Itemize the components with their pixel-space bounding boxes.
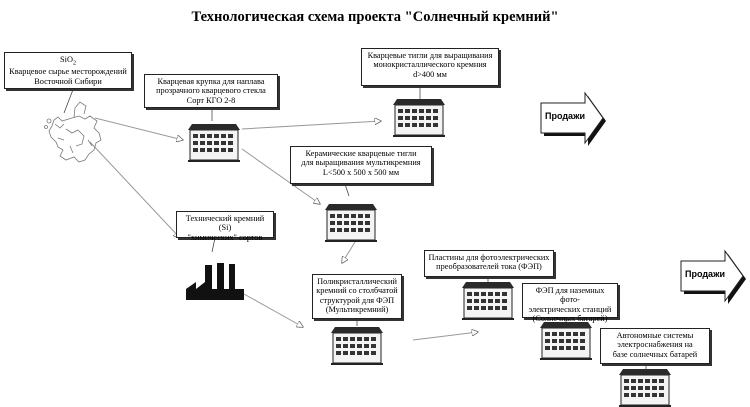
callout-polycrystalline-silicon: Поликристаллический кремний со столбчато…: [312, 274, 402, 319]
callout-line: Автономные системы: [616, 331, 694, 340]
callout-line: L<500 x 500 x 500 мм: [322, 167, 400, 177]
callout-line-formula: SiO2: [8, 55, 128, 67]
callout-line: Поликристаллический: [317, 277, 397, 286]
arrow-poly-si-to-wafers: [412, 332, 478, 341]
callout-quartz-raw-material: SiO2 Кварцевое сырье месторождений Восто…: [4, 52, 132, 89]
arrow-sio2-to-tech-si: [89, 141, 180, 238]
sio2-formula: SiO: [60, 55, 73, 64]
factory-building-icon-mono: [392, 98, 446, 138]
callout-technical-silicon: Технический кремний (Si) "химических" со…: [176, 211, 274, 242]
callout-wafers: Пластины для фотоэлектрических преобразо…: [424, 250, 554, 277]
arrow-multi-crucibles-to-poly-si: [342, 241, 356, 263]
factory-building-icon-wafers: [461, 281, 515, 321]
callout-line: кремний со столбчатой: [316, 286, 398, 296]
callout-line: электроснабжения на: [617, 340, 693, 350]
callout-line: прозрачного кварцевого стекла: [156, 86, 266, 96]
callout-multi-crucibles: Керамические кварцевые тигли для выращив…: [290, 146, 432, 184]
callout-line: Восточной Сибири: [34, 76, 102, 86]
callout-mono-crucibles: Кварцевые тигли для выращивания монокрис…: [361, 48, 499, 86]
callout-line: Кварцевые тигли для выращивания: [367, 51, 493, 60]
factory-building-icon-crusher: [187, 123, 241, 163]
callout-line: Кварцевое сырье месторождений: [9, 67, 127, 77]
callout-leaders: [63, 86, 647, 370]
factory-building-icon-autonomous: [618, 368, 672, 407]
callout-line: Кварцевая крупка для наплава: [157, 77, 265, 86]
callout-line: Сорт КГО 2-8: [186, 95, 236, 105]
callout-line: d>400 мм: [413, 69, 447, 79]
factory-building-icon-multi: [324, 203, 378, 243]
callout-quartz-grit: Кварцевая крупка для наплава прозрачного…: [144, 74, 278, 108]
callout-ground-pv: ФЭП для наземных фото- электрических ста…: [522, 283, 618, 323]
diagram-title: Технологическая схема проекта "Солнечный…: [191, 9, 559, 25]
callout-line: монокристаллического кремния: [373, 60, 487, 70]
factory-building-icon-poly: [330, 326, 384, 366]
callout-line: Керамические кварцевые тигли: [305, 149, 417, 158]
callout-line: ФЭП для наземных фото-: [535, 286, 605, 305]
arrow-crusher-to-mono-crucibles: [241, 121, 381, 130]
callout-line: Технический кремний (Si): [185, 214, 265, 233]
factory-building-icon-pv: [539, 321, 593, 361]
callout-line: электрических станций: [528, 304, 612, 314]
callout-line: для выращивания мультикремния: [301, 158, 421, 168]
callout-line: (Мультикремний): [325, 304, 389, 314]
arrow-sio2-to-crusher: [94, 117, 183, 140]
sales-label-bottom: Продажи: [685, 269, 725, 279]
sales-label-top: Продажи: [545, 111, 585, 121]
callout-line: преобразователей тока (ФЭП): [436, 262, 542, 272]
callout-line: базе солнечных батарей: [612, 349, 698, 359]
arrow-plant-to-poly-si: [243, 293, 303, 327]
callout-autonomous-systems: Автономные системы электроснабжения на б…: [600, 328, 710, 364]
callout-line: (Солнечных батарей): [532, 313, 608, 323]
industrial-plant-icon: [186, 263, 244, 300]
connector-arrows: [89, 117, 478, 341]
sio2-formula-sub: 2: [72, 60, 76, 67]
callout-line: структурой для ФЭП: [319, 295, 395, 305]
arrow-crusher-to-multi-crucibles: [241, 148, 320, 204]
europe-map-icon: [44, 101, 102, 163]
callout-line: Пластины для фотоэлектрических: [428, 253, 550, 262]
callout-line: "химических" сортов: [187, 232, 263, 242]
